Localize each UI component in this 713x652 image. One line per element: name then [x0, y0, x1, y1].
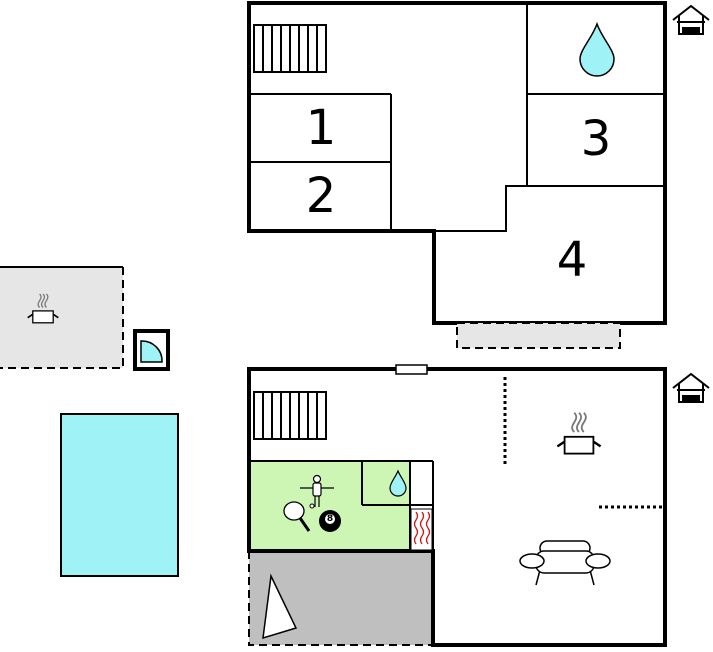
- fireplace-icon: [410, 508, 433, 551]
- ground-interior-walls: [249, 460, 434, 551]
- parking-icon: [262, 573, 298, 640]
- water-drop-icon: [579, 21, 615, 77]
- room-label-2: 2: [306, 168, 337, 224]
- stairs-icon: [253, 391, 327, 440]
- terrace: [0, 267, 123, 368]
- balcony: [456, 322, 621, 349]
- cooking-pot-icon: [556, 411, 602, 455]
- billiard-ball-label: 8: [327, 514, 333, 524]
- room-label-1: 1: [306, 100, 337, 156]
- table-football-icon: [300, 474, 334, 507]
- swimming-pool: [60, 413, 179, 577]
- table-tennis-icon: [283, 501, 315, 532]
- house-floor-upper-icon: [672, 5, 710, 35]
- stairs-icon: [253, 24, 327, 73]
- shower-icon: [133, 329, 170, 371]
- water-drop-icon: [389, 469, 407, 497]
- window-marker: [395, 364, 428, 375]
- billiard-ball-icon: 8: [319, 510, 341, 532]
- house-floor-ground-icon: [672, 373, 710, 403]
- upper-floor: 1 2 3 4: [247, 1, 710, 349]
- upper-floor-outline: [247, 1, 667, 325]
- outdoor-area: [0, 266, 179, 577]
- sofa-icon: [519, 540, 611, 586]
- upper-interior-walls: [249, 3, 665, 232]
- ground-floor: 8: [247, 364, 710, 647]
- room-label-4: 4: [557, 232, 588, 288]
- room-label-3: 3: [581, 111, 612, 167]
